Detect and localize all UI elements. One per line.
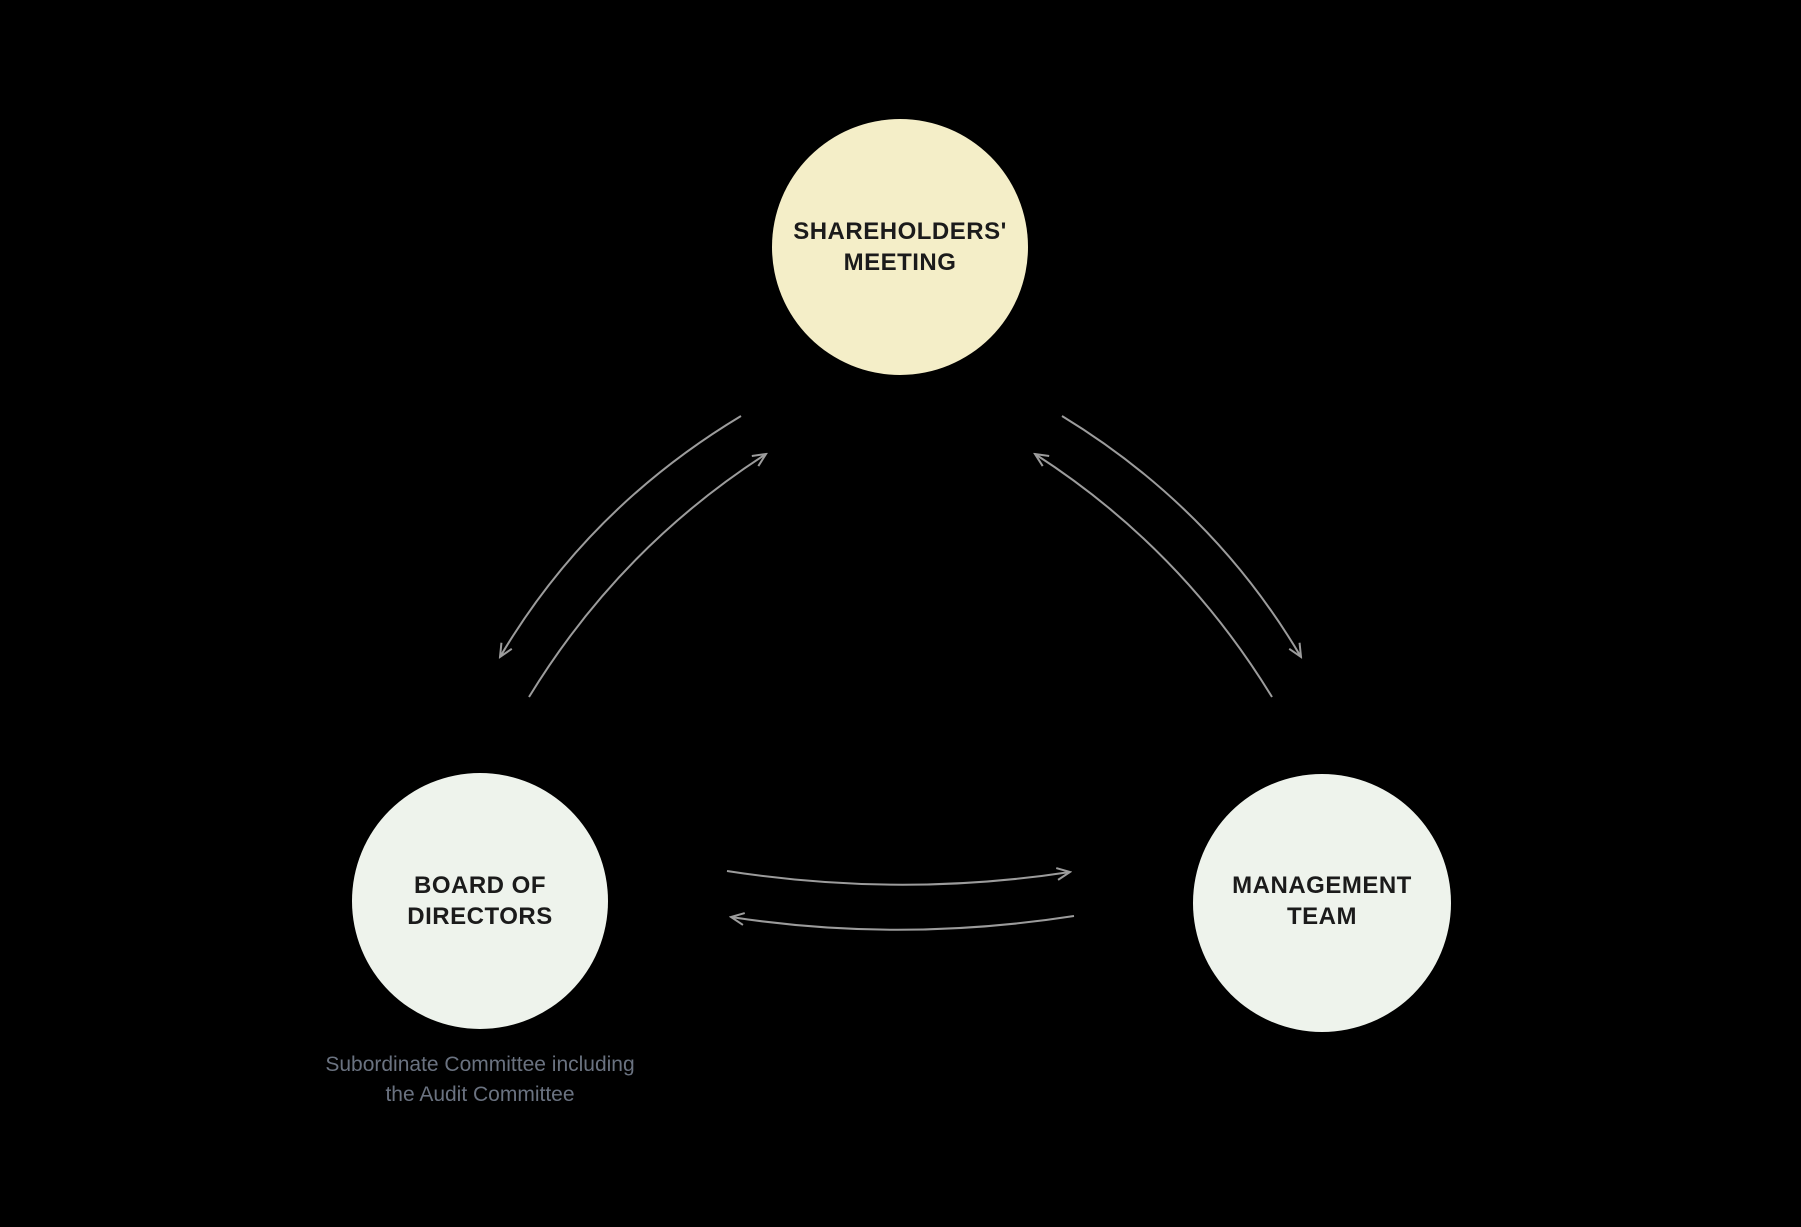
board-of-directors-circle xyxy=(352,773,608,1029)
subordinate-committee-caption: Subordinate Committee including the Audi… xyxy=(230,1050,730,1110)
board-of-directors-label: BOARD OF DIRECTORS xyxy=(320,870,640,932)
arrow-shareholders-to-board xyxy=(500,415,742,657)
arrow-management-to-board xyxy=(731,916,1075,931)
shareholders-meeting-label: SHAREHOLDERS' MEETING xyxy=(740,216,1060,278)
management-team-label: MANAGEMENT TEAM xyxy=(1162,870,1482,932)
management-team-label-line2: TEAM xyxy=(1287,903,1357,930)
board-of-directors-label-line2: DIRECTORS xyxy=(407,903,553,930)
management-team-circle xyxy=(1193,774,1451,1032)
board-of-directors-label-line1: BOARD OF xyxy=(414,872,546,899)
subordinate-committee-caption-line1: Subordinate Committee including xyxy=(325,1053,635,1076)
shareholders-meeting-circle xyxy=(772,119,1028,375)
management-team-label-line1: MANAGEMENT xyxy=(1232,872,1412,899)
subordinate-committee-caption-line2: the Audit Committee xyxy=(385,1083,575,1106)
arrow-management-to-shareholders xyxy=(1035,454,1273,698)
arrow-shareholders-to-management xyxy=(1061,415,1301,657)
shareholders-meeting-label-line2: MEETING xyxy=(843,249,957,276)
shareholders-meeting-label-line1: SHAREHOLDERS' xyxy=(793,218,1007,245)
arrow-board-to-shareholders xyxy=(528,454,766,698)
arrow-board-to-management xyxy=(726,871,1070,886)
